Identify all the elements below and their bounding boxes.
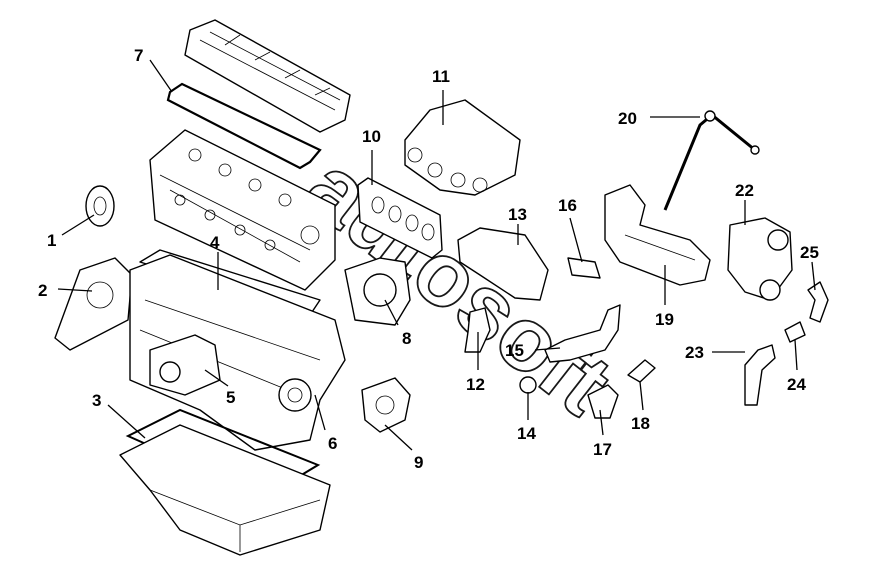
callout-16[interactable]: 16 <box>558 196 577 215</box>
part-catalytic-converter[interactable] <box>604 184 711 286</box>
part-crank-pulley[interactable] <box>85 185 115 227</box>
callout-1[interactable]: 1 <box>47 231 56 250</box>
callout-25[interactable]: 25 <box>800 243 819 262</box>
callout-17[interactable]: 17 <box>593 440 612 459</box>
part-seal-housing[interactable] <box>54 257 133 351</box>
part-sensor-14[interactable] <box>519 376 537 394</box>
leader-lines <box>57 59 816 451</box>
part-oil-pan[interactable] <box>119 424 331 556</box>
callout-6[interactable]: 6 <box>328 434 337 453</box>
part-egr-pipe[interactable] <box>663 110 760 211</box>
part-exhaust-manifold[interactable] <box>457 227 549 301</box>
callout-15[interactable]: 15 <box>505 341 524 360</box>
callout-8[interactable]: 8 <box>402 329 411 348</box>
part-valve-cover-gasket[interactable] <box>166 82 322 170</box>
callout-24[interactable]: 24 <box>787 375 806 394</box>
callout-4[interactable]: 4 <box>210 233 220 252</box>
part-turbocharger[interactable] <box>727 217 793 301</box>
callout-14[interactable]: 14 <box>517 424 536 443</box>
part-bracket-18[interactable] <box>627 359 656 383</box>
part-engine-block[interactable] <box>129 254 346 451</box>
callout-22[interactable]: 22 <box>735 181 754 200</box>
callout-5[interactable]: 5 <box>226 388 235 407</box>
callout-10[interactable]: 10 <box>362 127 381 146</box>
callout-3[interactable]: 3 <box>92 391 101 410</box>
part-valve-cover[interactable] <box>184 19 351 133</box>
callout-19[interactable]: 19 <box>655 310 674 329</box>
callout-9[interactable]: 9 <box>414 453 423 472</box>
callout-11[interactable]: 11 <box>432 67 450 86</box>
callout-20[interactable]: 20 <box>618 109 637 128</box>
part-intake-manifold[interactable] <box>404 99 521 196</box>
callouts: 1 2 3 4 5 6 7 8 9 10 11 12 13 14 15 16 1… <box>38 46 819 472</box>
part-vacuum-pump[interactable] <box>344 257 411 326</box>
callout-12[interactable]: 12 <box>466 375 485 394</box>
callout-7[interactable]: 7 <box>134 46 143 65</box>
callout-13[interactable]: 13 <box>508 205 527 224</box>
part-hose-23[interactable] <box>744 344 776 406</box>
part-sensor-16[interactable] <box>567 257 601 279</box>
part-fuel-filter[interactable] <box>361 377 411 433</box>
part-connector-24[interactable] <box>784 321 806 343</box>
part-thermostat[interactable] <box>587 384 619 419</box>
part-hose-12[interactable] <box>464 307 491 353</box>
part-manifold-gasket[interactable] <box>357 177 443 259</box>
part-hose-15[interactable] <box>544 304 621 363</box>
callout-18[interactable]: 18 <box>631 414 650 433</box>
part-elbow-25[interactable] <box>807 281 829 323</box>
part-cylinder-head[interactable] <box>149 129 336 291</box>
callout-23[interactable]: 23 <box>685 343 704 362</box>
callout-2[interactable]: 2 <box>38 281 47 300</box>
